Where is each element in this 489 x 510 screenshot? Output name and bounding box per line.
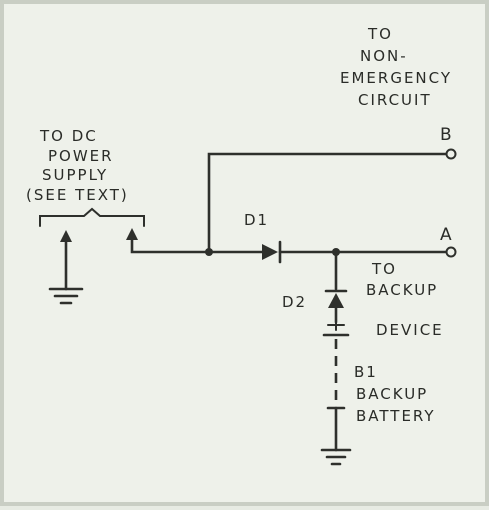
battery-name-line-2: BATTERY xyxy=(356,407,436,425)
dc-supply-line-2: POWER xyxy=(48,147,114,165)
d2-label: D2 xyxy=(282,293,307,311)
battery-name-line-1: BACKUP xyxy=(356,385,428,403)
non-emergency-line-3: EMERGENCY xyxy=(340,69,452,87)
d1-diode-icon xyxy=(262,240,282,264)
dc-supply-label: TO DC POWER SUPPLY (SEE TEXT) xyxy=(26,127,129,204)
non-emergency-line-1: TO xyxy=(367,25,393,43)
terminal-b xyxy=(445,148,457,160)
dc-supply-line-3: SUPPLY xyxy=(42,166,108,184)
d2-diode-icon xyxy=(324,289,348,308)
backup-power-schematic: TO NON- EMERGENCY CIRCUIT B A TO DC POWE… xyxy=(26,25,457,466)
positive-lead-wire xyxy=(130,236,211,254)
non-emergency-line-4: CIRCUIT xyxy=(358,91,432,109)
terminal-a xyxy=(445,246,457,258)
ground-lead-arrow-icon xyxy=(60,230,72,242)
supply-bracket xyxy=(39,207,145,227)
battery-ground-icon xyxy=(320,448,352,466)
positive-lead-arrow-icon xyxy=(126,228,138,240)
backup-device-line-3: DEVICE xyxy=(376,321,444,339)
non-emergency-line-2: NON- xyxy=(360,47,408,65)
dc-supply-line-4: (SEE TEXT) xyxy=(26,186,129,204)
d1-label: D1 xyxy=(244,211,269,229)
b1-label: B1 xyxy=(354,363,378,381)
branch-to-b-wire xyxy=(207,152,448,254)
dc-supply-line-1: TO DC xyxy=(39,127,98,145)
supply-ground-icon xyxy=(48,287,84,305)
backup-device-line-1: TO xyxy=(371,260,397,278)
battery-plus-icon xyxy=(327,319,345,331)
backup-device-label: TO BACKUP DEVICE xyxy=(366,260,444,339)
non-emergency-label: TO NON- EMERGENCY CIRCUIT xyxy=(340,25,452,109)
terminal-a-label: A xyxy=(440,225,454,245)
terminal-b-label: B xyxy=(440,125,454,145)
backup-device-line-2: BACKUP xyxy=(366,281,438,299)
